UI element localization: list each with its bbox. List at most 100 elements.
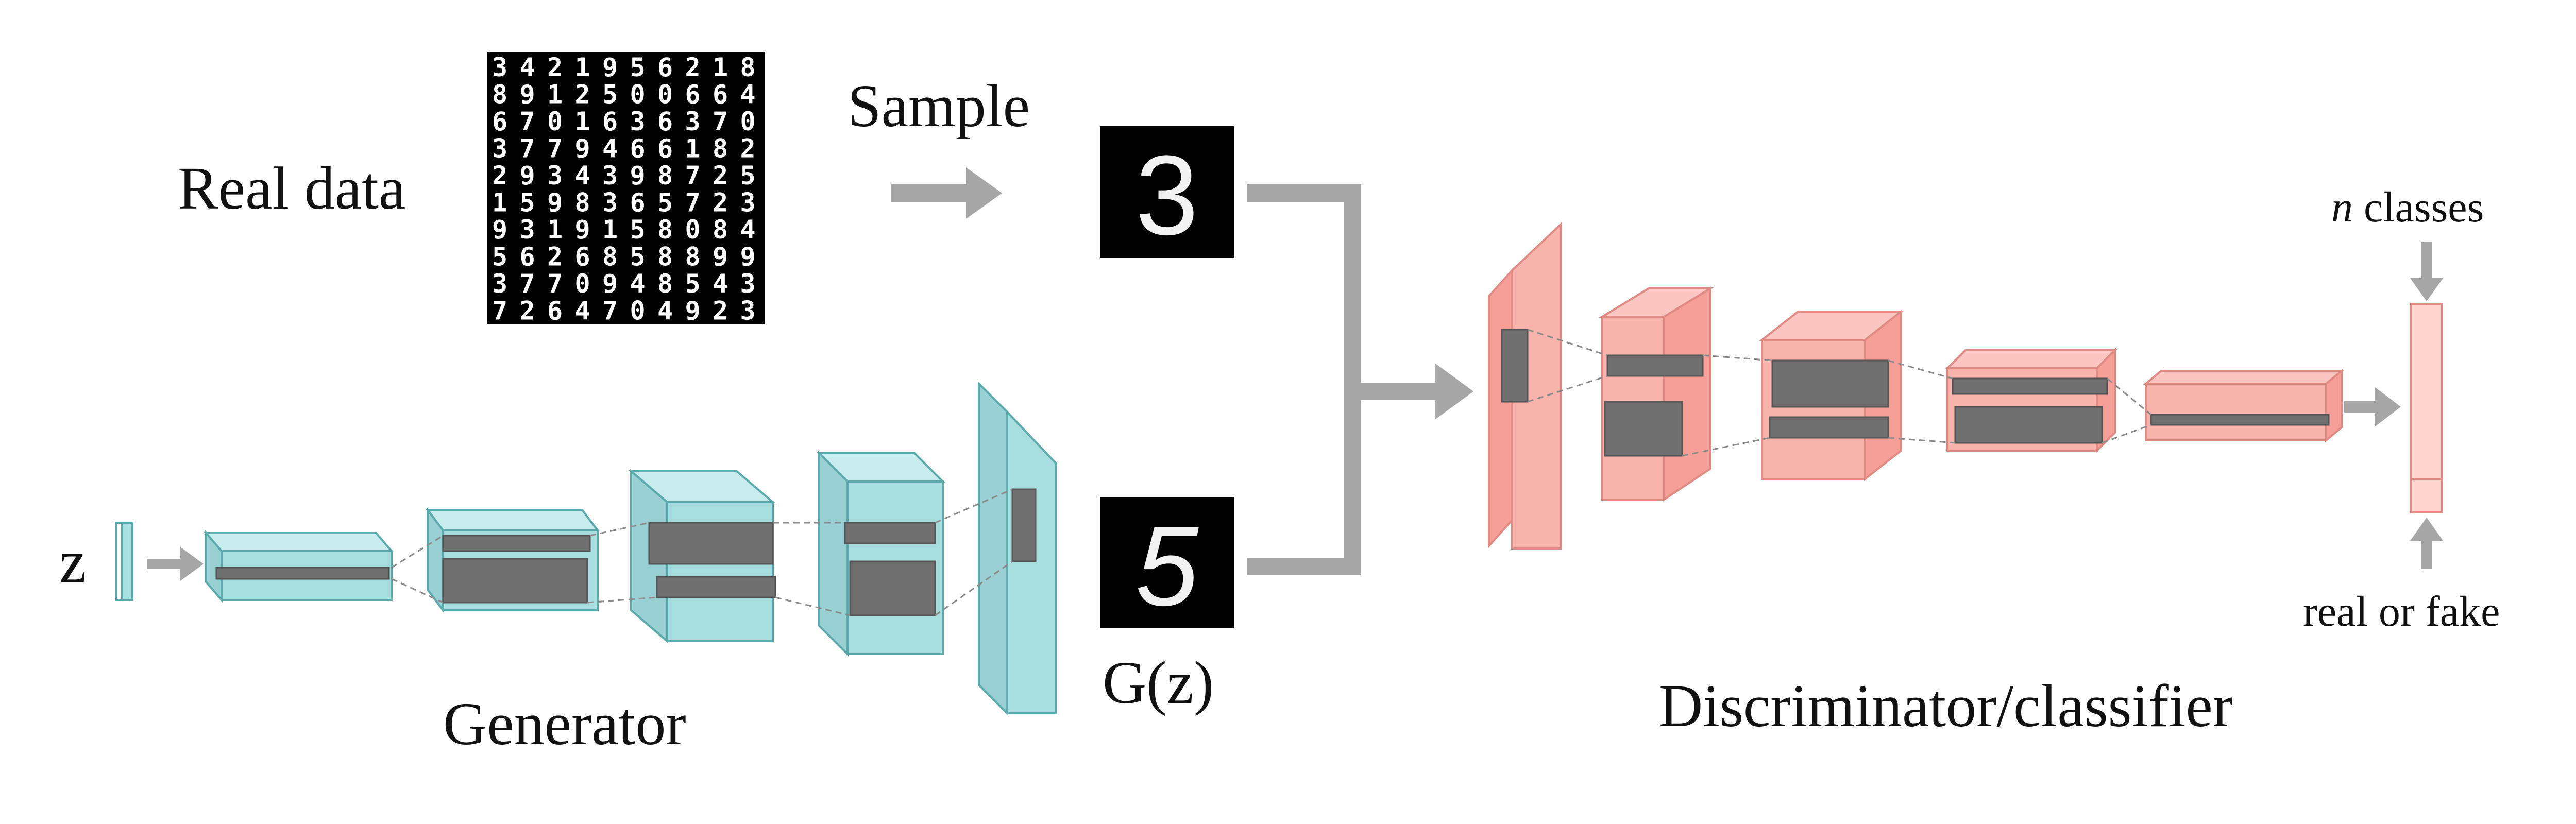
mnist-digit: 4 (630, 269, 646, 299)
mnist-digit: 9 (520, 80, 535, 110)
mnist-digit: 5 (492, 242, 507, 272)
svg-text:n classes: n classes (2331, 183, 2484, 231)
mnist-digit: 2 (713, 161, 728, 191)
discriminator-connection-lines (1527, 329, 2151, 457)
mnist-digit: 3 (685, 107, 701, 136)
mnist-digit: 8 (740, 53, 756, 82)
mnist-digit: 9 (520, 161, 535, 191)
mnist-digit: 6 (630, 134, 646, 164)
mnist-digit: 7 (685, 161, 701, 191)
classifier-output-arrow (2344, 387, 2401, 426)
z-arrow (147, 547, 204, 581)
mnist-digit: 0 (657, 80, 673, 110)
mnist-digit: 1 (547, 215, 563, 245)
mnist-digit: 3 (547, 161, 563, 191)
mnist-digit: 6 (492, 107, 507, 136)
discriminator-label: Discriminator/classifier (1659, 672, 2233, 740)
sample-arrow (891, 167, 1002, 219)
mnist-digit: 8 (657, 242, 673, 272)
generator-connection-lines (391, 488, 1013, 616)
mnist-digit: 2 (547, 242, 563, 272)
mnist-digit: 9 (575, 134, 590, 164)
mnist-digit: 5 (520, 188, 535, 218)
mnist-digit: 6 (630, 188, 646, 218)
mnist-digit: 9 (685, 296, 701, 326)
mnist-digit: 3 (492, 269, 507, 299)
generator-block-4 (817, 451, 945, 657)
mnist-digit: 2 (713, 188, 728, 218)
mnist-digit: 5 (657, 188, 673, 218)
mnist-digit: 7 (520, 134, 535, 164)
z-input-vector (115, 522, 133, 601)
generator-label: Generator (443, 690, 686, 758)
mnist-digit: 7 (520, 107, 535, 136)
mnist-digit: 5 (630, 215, 646, 245)
mnist-digit: 7 (602, 296, 618, 326)
mnist-digit: 2 (520, 296, 535, 326)
mnist-digit: 2 (575, 80, 590, 110)
mnist-digit: 4 (602, 134, 618, 164)
mnist-digit: 6 (575, 242, 590, 272)
mnist-digit: 7 (713, 107, 728, 136)
mnist-digit: 9 (713, 242, 728, 272)
discriminator-block-4 (2143, 368, 2345, 443)
discriminator-block-3 (1945, 348, 2117, 453)
classifier-output-vector (2410, 303, 2443, 513)
mnist-digit: 2 (685, 53, 701, 82)
mnist-digit: 1 (602, 215, 618, 245)
mnist-digit: 4 (740, 80, 756, 110)
mnist-digit: 4 (740, 215, 756, 245)
classes-text: classes (2353, 183, 2484, 231)
mnist-digit: 9 (602, 269, 618, 299)
discriminator-input-plane (1488, 221, 1562, 550)
mnist-digit: 3 (520, 215, 535, 245)
mnist-digit: 5 (630, 53, 646, 82)
mnist-digit: 4 (520, 53, 535, 82)
mnist-digit: 8 (492, 80, 507, 110)
sample-label: Sample (848, 72, 1030, 140)
n-italic: n (2331, 183, 2353, 231)
mnist-digit: 2 (713, 296, 728, 326)
mnist-digit: 7 (685, 188, 701, 218)
mnist-digit: 8 (657, 215, 673, 245)
mnist-digit: 7 (547, 134, 563, 164)
mnist-digit: 1 (575, 107, 590, 136)
merge-arrowhead (1435, 363, 1473, 420)
mnist-digit: 3 (740, 269, 756, 299)
gz-label: G(z) (1103, 649, 1214, 716)
mnist-digit: 0 (547, 107, 563, 136)
mnist-digit: 5 (685, 269, 701, 299)
mnist-digit: 7 (547, 269, 563, 299)
mnist-digit: 6 (713, 80, 728, 110)
mnist-digit: 5 (740, 161, 756, 191)
mnist-digit: 0 (630, 80, 646, 110)
mnist-digit: 9 (740, 242, 756, 272)
n-classes-label: n classes (2331, 183, 2484, 231)
generated-sample-digit: 5 (1136, 503, 1199, 629)
mnist-digit: 6 (657, 53, 673, 82)
real-or-fake-label: real or fake (2303, 588, 2500, 636)
mnist-digit: 2 (547, 53, 563, 82)
mnist-digit: 6 (520, 242, 535, 272)
mnist-digit: 8 (575, 188, 590, 218)
mnist-digit: 4 (575, 296, 590, 326)
mnist-digit: 4 (657, 296, 673, 326)
mnist-digit: 6 (685, 80, 701, 110)
generated-sample-image: 5 (1100, 497, 1234, 629)
mnist-digit: 9 (575, 215, 590, 245)
mnist-digit: 8 (713, 134, 728, 164)
mnist-digit: 0 (685, 215, 701, 245)
mnist-digit: 3 (492, 53, 507, 82)
mnist-digit: 1 (575, 53, 590, 82)
mnist-digit: 8 (685, 242, 701, 272)
mnist-digit: 0 (630, 296, 646, 326)
generator-block-3 (628, 469, 776, 644)
mnist-digit: 8 (657, 161, 673, 191)
mnist-digit: 5 (630, 242, 646, 272)
mnist-digit: 8 (602, 242, 618, 272)
mnist-digit: 7 (492, 296, 507, 326)
discriminator-block-1 (1598, 286, 1715, 502)
mnist-digit: 3 (602, 161, 618, 191)
mnist-digit: 2 (740, 134, 756, 164)
